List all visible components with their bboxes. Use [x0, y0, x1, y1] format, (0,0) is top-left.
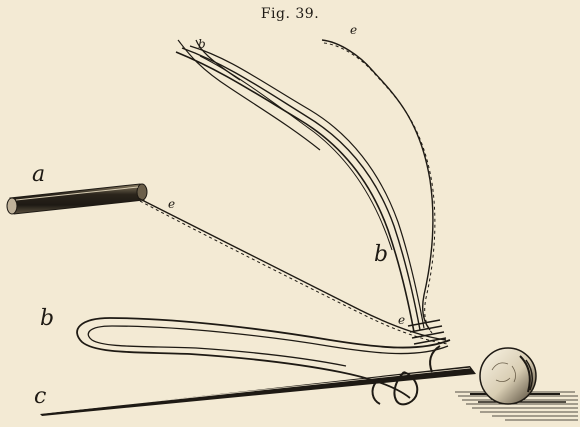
label-c: c	[34, 386, 46, 408]
label-b-loop: b	[40, 308, 54, 330]
label-b-middle: b	[374, 244, 388, 266]
needle-c	[40, 366, 476, 416]
loop-b	[77, 318, 450, 398]
tube-a	[7, 184, 147, 214]
label-b-top: b	[198, 38, 206, 50]
flat-strands-b	[176, 40, 424, 332]
label-e-low: e	[398, 314, 405, 326]
label-a: a	[32, 164, 45, 186]
label-e-wire: e	[168, 198, 175, 210]
pin-head-ball	[480, 348, 536, 404]
label-e-top: e	[350, 24, 357, 36]
binding-wrap	[408, 320, 446, 344]
twisted-wire-e-upper	[322, 40, 435, 333]
